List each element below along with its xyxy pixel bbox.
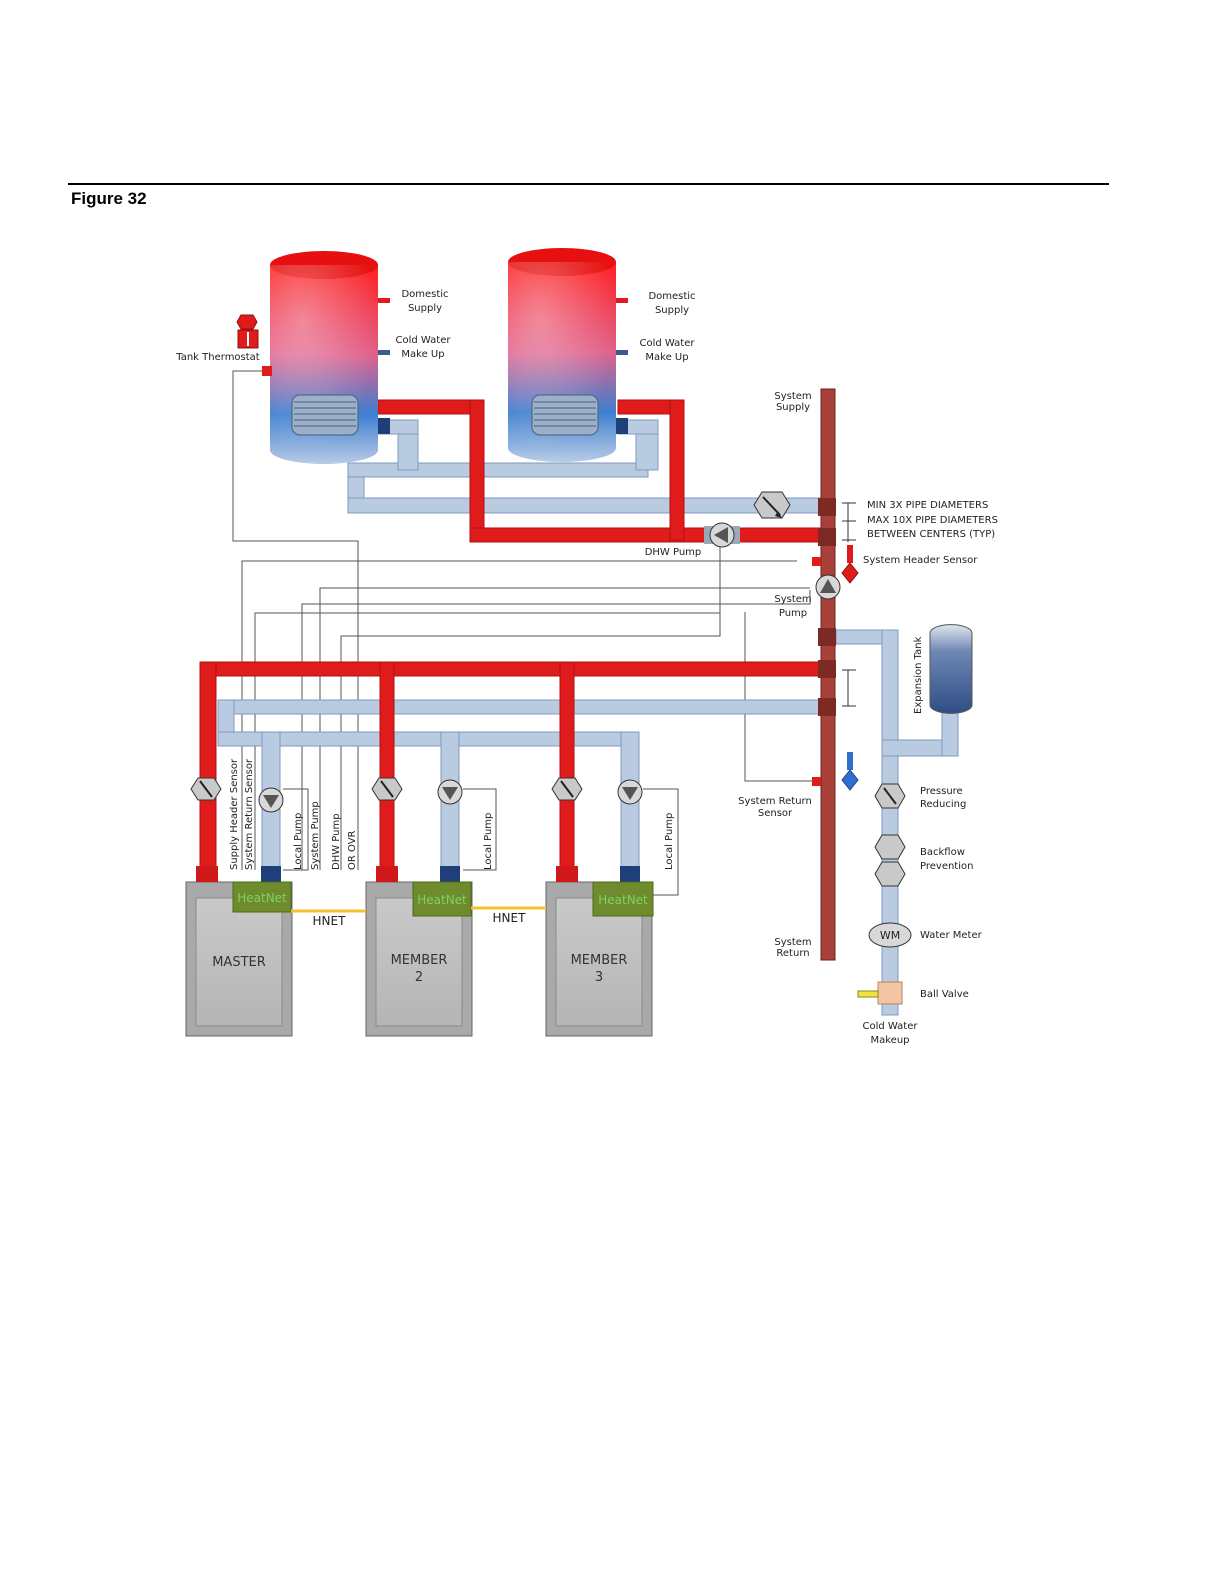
- wiring-dhw-pump-label: DHW Pump: [331, 813, 342, 870]
- tank1-cold-label-1: Cold Water: [396, 335, 452, 346]
- system-pump-icon: [815, 574, 841, 600]
- wiring-local-pump-label: Local Pump: [293, 813, 304, 870]
- cold-water-makeup-label-1: Cold Water: [863, 1021, 919, 1032]
- heatnet-board-3-label: HeatNet: [598, 893, 648, 907]
- backflow-label-1: Backflow: [920, 847, 965, 858]
- backflow-label-2: Prevention: [920, 861, 973, 872]
- wiring-or-ovr-label: OR OVR: [347, 830, 358, 870]
- boiler-member-3-number: 3: [595, 970, 603, 985]
- hnet-label-1: HNET: [313, 914, 347, 928]
- wiring-system-pump-label: System Pump: [310, 801, 321, 870]
- ball-valve-label: Ball Valve: [920, 989, 969, 1000]
- tank2-cold-label-2: Make Up: [645, 352, 688, 363]
- wiring-local-pump-2-label: Local Pump: [483, 813, 494, 870]
- system-return-label-2: Return: [776, 948, 809, 959]
- backflow-preventer-icon: [874, 834, 906, 887]
- system-return-sensor-label-1: System Return: [738, 796, 812, 807]
- return-sensor-icon: [841, 752, 859, 791]
- system-supply-label-1: System: [774, 391, 811, 402]
- expansion-tank-icon: [929, 624, 973, 714]
- heatnet-board-2-label: HeatNet: [417, 893, 467, 907]
- system-pump-label-1: System: [774, 594, 811, 605]
- supply-piping: [199, 399, 821, 873]
- system-pump-label-2: Pump: [779, 608, 807, 619]
- water-meter-label: Water Meter: [920, 930, 983, 941]
- boiler-member-2: [365, 866, 473, 1037]
- tank1-supply-label-2: Supply: [408, 303, 442, 314]
- tank1-supply-label-1: Domestic: [401, 289, 448, 300]
- boiler-3-valve-icon: [551, 777, 583, 801]
- system-supply-label-2: Supply: [776, 402, 810, 413]
- boiler-master: [185, 866, 293, 1037]
- pipe-spacing-label-2: MAX 10X PIPE DIAMETERS: [867, 515, 998, 526]
- tank1-cold-label-2: Make Up: [401, 349, 444, 360]
- header-sensor-icon: [841, 545, 859, 584]
- wiring-supply-header-sensor-label: Supply Header Sensor: [229, 758, 240, 870]
- heatnet-board-1-label: HeatNet: [237, 891, 287, 905]
- boiler-member-2-number: 2: [415, 970, 423, 985]
- cold-water-makeup-label-2: Makeup: [870, 1035, 909, 1046]
- figure-title: Figure 32: [71, 189, 147, 208]
- boiler-member-3: [545, 866, 654, 1037]
- dhw-pump-label: DHW Pump: [645, 547, 702, 558]
- dhw-pump-icon: [704, 522, 740, 548]
- boiler-member-2-label: MEMBER: [391, 953, 448, 968]
- system-return-sensor-label-2: Sensor: [758, 808, 793, 819]
- tank-return-pump-icon: [753, 491, 791, 519]
- pipe-spacing-label-3: BETWEEN CENTERS (TYP): [867, 529, 995, 540]
- hnet-cable: [291, 906, 546, 913]
- tank2-cold-label-1: Cold Water: [640, 338, 696, 349]
- wiring-local-pump-3-label: Local Pump: [664, 813, 675, 870]
- local-pump-2-icon: [437, 779, 463, 805]
- boiler-member-3-label: MEMBER: [571, 953, 628, 968]
- boiler-master-label: MASTER: [212, 955, 266, 970]
- indirect-tank-1: [262, 251, 390, 464]
- pressure-reducing-valve-icon: [874, 783, 906, 809]
- tank-thermostat-label: Tank Thermostat: [175, 352, 260, 363]
- pressure-reducing-label-2: Reducing: [920, 799, 966, 810]
- indirect-tank-2: [508, 248, 628, 462]
- boiler-1-valve-icon: [190, 777, 222, 801]
- tank2-supply-label-2: Supply: [655, 305, 689, 316]
- thermostat-icon: [236, 314, 259, 349]
- pipe-spacing-label-1: MIN 3X PIPE DIAMETERS: [867, 500, 988, 511]
- system-header-sensor-label: System Header Sensor: [863, 555, 978, 566]
- return-piping: [217, 419, 959, 1016]
- boiler-2-valve-icon: [371, 777, 403, 801]
- system-return-label-1: System: [774, 937, 811, 948]
- wm-label: WM: [880, 929, 900, 942]
- title-rule: [68, 183, 1109, 185]
- pressure-reducing-label-1: Pressure: [920, 786, 963, 797]
- tank2-supply-label-1: Domestic: [648, 291, 695, 302]
- wiring-system-return-sensor-label: System Return Sensor: [244, 758, 255, 870]
- water-meter-icon: [868, 922, 912, 948]
- ball-valve-icon: [857, 981, 903, 1005]
- local-pump-3-icon: [617, 779, 643, 805]
- system-header: [812, 388, 856, 961]
- hnet-label-2: HNET: [493, 911, 527, 925]
- local-pump-1-icon: [258, 787, 284, 813]
- expansion-tank-label: Expansion Tank: [913, 636, 924, 714]
